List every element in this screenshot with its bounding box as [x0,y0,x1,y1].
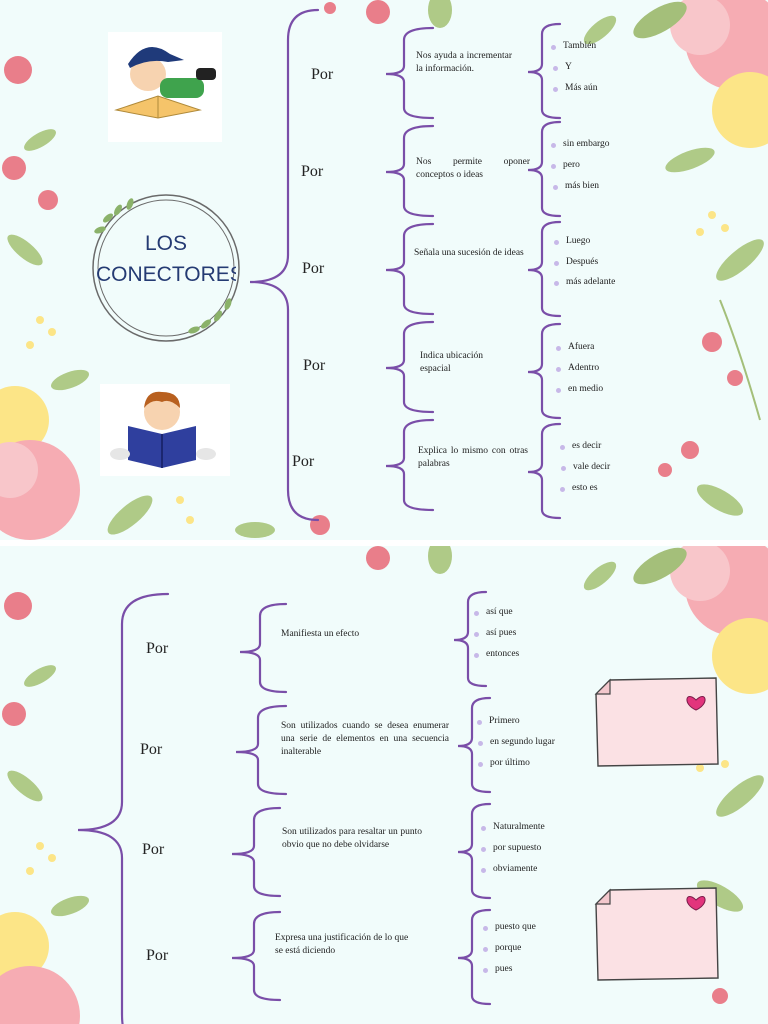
example-8-2: por supuesto [481,843,541,853]
example-4-2: Adentro [556,363,599,373]
slide-2: Por Manifiesta un efecto así que así pue… [0,546,768,1024]
example-1-2: Y [553,62,572,72]
example-2-3: más bien [553,181,599,191]
por-label-7: Por [140,741,163,758]
por-label-9: Por [146,947,169,964]
example-9-1: puesto que [483,922,536,932]
example-9-3: pues [483,964,512,974]
connector-description-9: Expresa una justificación de lo que se e… [275,933,409,956]
example-6-3: entonces [474,649,519,659]
connector-description-3: Señala una sucesión de ideas [414,248,524,258]
example-7-3: por último [478,758,530,768]
connector-description-6: Manifiesta un efecto [281,629,360,639]
example-6-1: así que [474,607,513,617]
note-card-heart-icon [594,677,719,767]
connector-description-5: Explica lo mismo con otras palabras [418,446,528,469]
example-3-2: Después [554,257,598,267]
example-5-1: es decir [560,441,601,451]
slide-1: LOS CONECTORES Por Nos ayuda a increment… [0,0,768,540]
example-7-1: Primero [477,716,520,726]
connector-description-2: Nos permite oponer conceptos o ideas [416,157,530,180]
por-label-8: Por [142,841,165,858]
example-3-3: más adelante [554,277,615,287]
example-6-2: así pues [474,628,516,638]
por-label-5: Por [292,453,315,470]
por-label-4: Por [303,357,326,374]
example-5-2: vale decir [561,462,610,472]
por-label-1: Por [311,66,334,83]
por-label-3: Por [302,260,325,277]
por-label-6: Por [146,640,169,657]
floral-decoration-icon [0,546,768,1024]
example-7-2: en segundo lugar [478,737,555,747]
connector-description-7: Son utilizados cuando se desea enumerar … [281,721,449,757]
example-4-3: en medio [556,384,603,394]
example-9-2: porque [483,943,521,953]
example-2-2: pero [551,160,580,170]
por-label-2: Por [301,163,324,180]
example-2-1: sin embargo [551,139,610,149]
example-4-1: Afuera [556,342,594,352]
page-title: LOS CONECTORES [96,232,236,286]
connector-description-4: Indica ubicación espacial [420,351,484,374]
example-1-3: Más aún [553,83,597,93]
example-8-3: obviamente [481,864,537,874]
example-3-1: Luego [554,236,590,246]
connector-description-8: Son utilizados para resaltar un punto ob… [282,827,422,850]
example-5-3: esto es [560,483,598,493]
example-1-1: También [551,41,596,51]
floral-decoration-icon [0,0,768,540]
boy-reading-sitting-icon [100,384,230,476]
note-card-heart-icon [594,887,719,981]
example-8-1: Naturalmente [481,822,545,832]
boy-reading-lying-icon [108,32,222,142]
connector-description-1: Nos ayuda a incrementar la información. [416,51,512,74]
title-wreath-icon [92,194,240,342]
